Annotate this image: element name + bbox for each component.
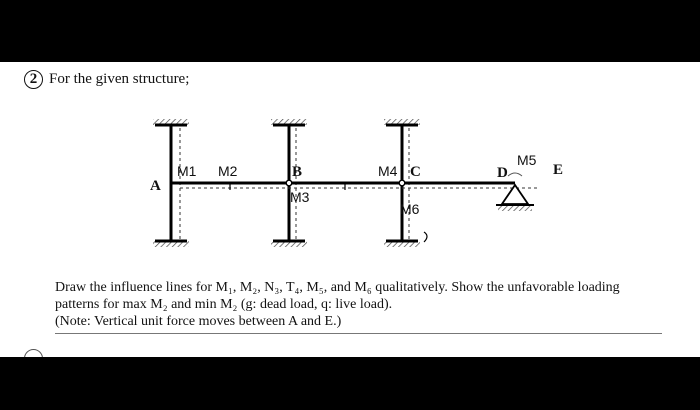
hinge-b <box>285 179 293 187</box>
divider-line <box>55 333 662 334</box>
support-hatch-top-1 <box>153 119 189 125</box>
question-title: For the given structure; <box>49 71 190 87</box>
support-hatch-top-3 <box>384 119 420 125</box>
label-m4: M4 <box>378 163 398 179</box>
label-point-c: C <box>410 164 421 180</box>
label-m6: M6 <box>400 201 420 217</box>
label-point-a: A <box>150 178 161 194</box>
problem-line-1: Draw the influence lines for M₁, M₂, N₃,… <box>55 280 620 295</box>
problem-note: (Note: Vertical unit force moves between… <box>55 314 342 329</box>
structure-figure: A B C D E M1 M2 M3 M4 M5 M6 <box>150 119 563 247</box>
label-m2: M2 <box>218 163 238 179</box>
problem-statement: Draw the influence lines for M₁, M₂, N₃,… <box>55 279 665 330</box>
question-header: 2 For the given structure; <box>24 70 189 89</box>
hinge-c <box>398 179 406 187</box>
label-point-e: E <box>553 162 563 178</box>
support-hatch-bottom-2 <box>271 241 307 247</box>
label-m5: M5 <box>517 152 537 168</box>
problem-line-2: patterns for max M₂ and min M₂ (g: dead … <box>55 297 393 312</box>
bottom-black-bar <box>0 357 700 410</box>
label-m1: M1 <box>177 163 197 179</box>
support-hatch-top-2 <box>271 119 307 125</box>
label-m3: M3 <box>290 189 310 205</box>
support-hatch-bottom-1 <box>153 241 189 247</box>
question-number-badge: 2 <box>24 70 43 89</box>
label-point-b: B <box>292 164 302 180</box>
label-point-d: D <box>497 165 508 181</box>
top-black-bar <box>0 0 700 62</box>
support-hatch-bottom-3 <box>384 241 420 247</box>
